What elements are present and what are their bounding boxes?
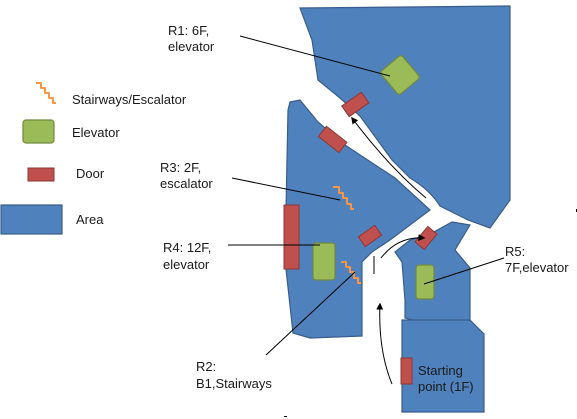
stairs-r2-icon xyxy=(341,261,361,284)
leader-r3 xyxy=(231,177,341,201)
legend-area-icon xyxy=(0,204,63,235)
label-r4-line1: R4: 12F, xyxy=(163,240,211,255)
label-r5-line2: 7F,elevator xyxy=(505,260,569,275)
label-r3-line2: escalator xyxy=(160,176,213,191)
label-start-line1: Starting xyxy=(418,363,463,378)
leader-r2 xyxy=(265,271,356,356)
label-r4-line2: elevator xyxy=(163,257,210,272)
label-r4: R4: 12F, elevator xyxy=(163,240,215,272)
label-start: Starting point (1F) xyxy=(418,363,474,394)
legend-elevator-label: Elevator xyxy=(72,125,120,140)
leader-r1 xyxy=(239,35,391,77)
door-start xyxy=(400,357,413,385)
door-r1 xyxy=(341,91,370,118)
label-r1: R1: 6F, elevator xyxy=(168,23,215,54)
leader-r5 xyxy=(423,257,505,285)
label-r2-line2: B1,Stairways xyxy=(196,376,272,391)
route-to-r5 xyxy=(380,234,426,259)
legend-elevator-icon xyxy=(22,119,55,144)
door-r2 xyxy=(357,224,383,248)
stairs-r3-icon xyxy=(333,186,354,210)
label-r1-line1: R1: 6F, xyxy=(168,23,209,38)
legend-stairs-label: Stairways/Escalator xyxy=(72,92,187,107)
label-start-line2: point (1F) xyxy=(418,379,474,394)
route-start-up xyxy=(376,302,393,385)
label-r5: R5: 7F,elevator xyxy=(505,244,569,275)
label-r3: R3: 2F, escalator xyxy=(160,160,213,191)
legend-area-label: Area xyxy=(76,212,104,227)
edge-mark-bottom xyxy=(284,416,287,417)
elevator-r4 xyxy=(312,242,336,281)
legend-stairs-icon xyxy=(36,82,56,104)
label-r1-line2: elevator xyxy=(168,39,215,54)
elevator-r5 xyxy=(415,264,435,300)
elevator-r1 xyxy=(380,55,420,95)
door-west-upper xyxy=(317,125,348,154)
door-west-long xyxy=(283,204,300,270)
area-south xyxy=(401,319,485,413)
label-r3-line1: R3: 2F, xyxy=(160,160,201,175)
legend: Stairways/Escalator Elevator Door Area xyxy=(0,82,187,235)
label-r5-line1: R5: xyxy=(505,244,525,259)
legend-door-icon xyxy=(27,167,55,182)
label-r2: R2: B1,Stairways xyxy=(196,359,272,391)
route-to-r1 xyxy=(351,116,427,199)
label-r2-line1: R2: xyxy=(196,359,216,374)
legend-door-label: Door xyxy=(76,166,105,181)
